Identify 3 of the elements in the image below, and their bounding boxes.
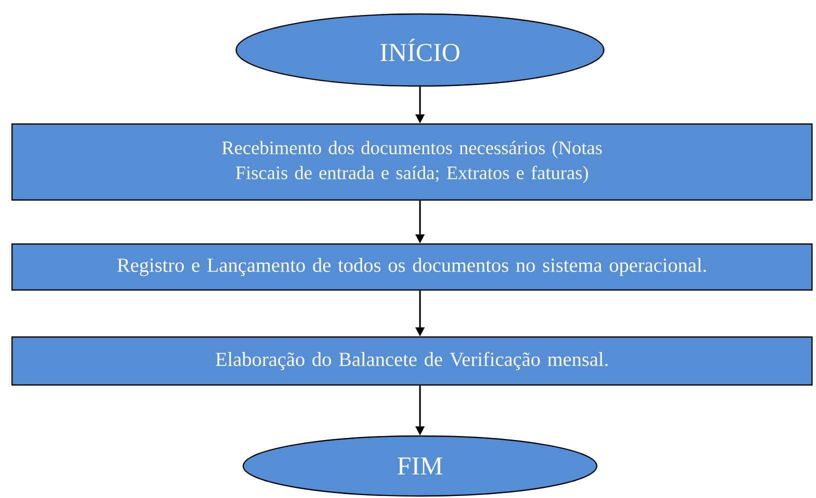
process-box: Registro e Lançamento de todos os documentos no sistema operacional.: [11, 243, 813, 291]
process-box: Recebimento dos documentos necessários (Notas Fiscais de entrada e saída; Extratos e faturas): [11, 123, 813, 201]
process-box: Elaboração do Balancete de Verificação mensal.: [11, 336, 813, 386]
